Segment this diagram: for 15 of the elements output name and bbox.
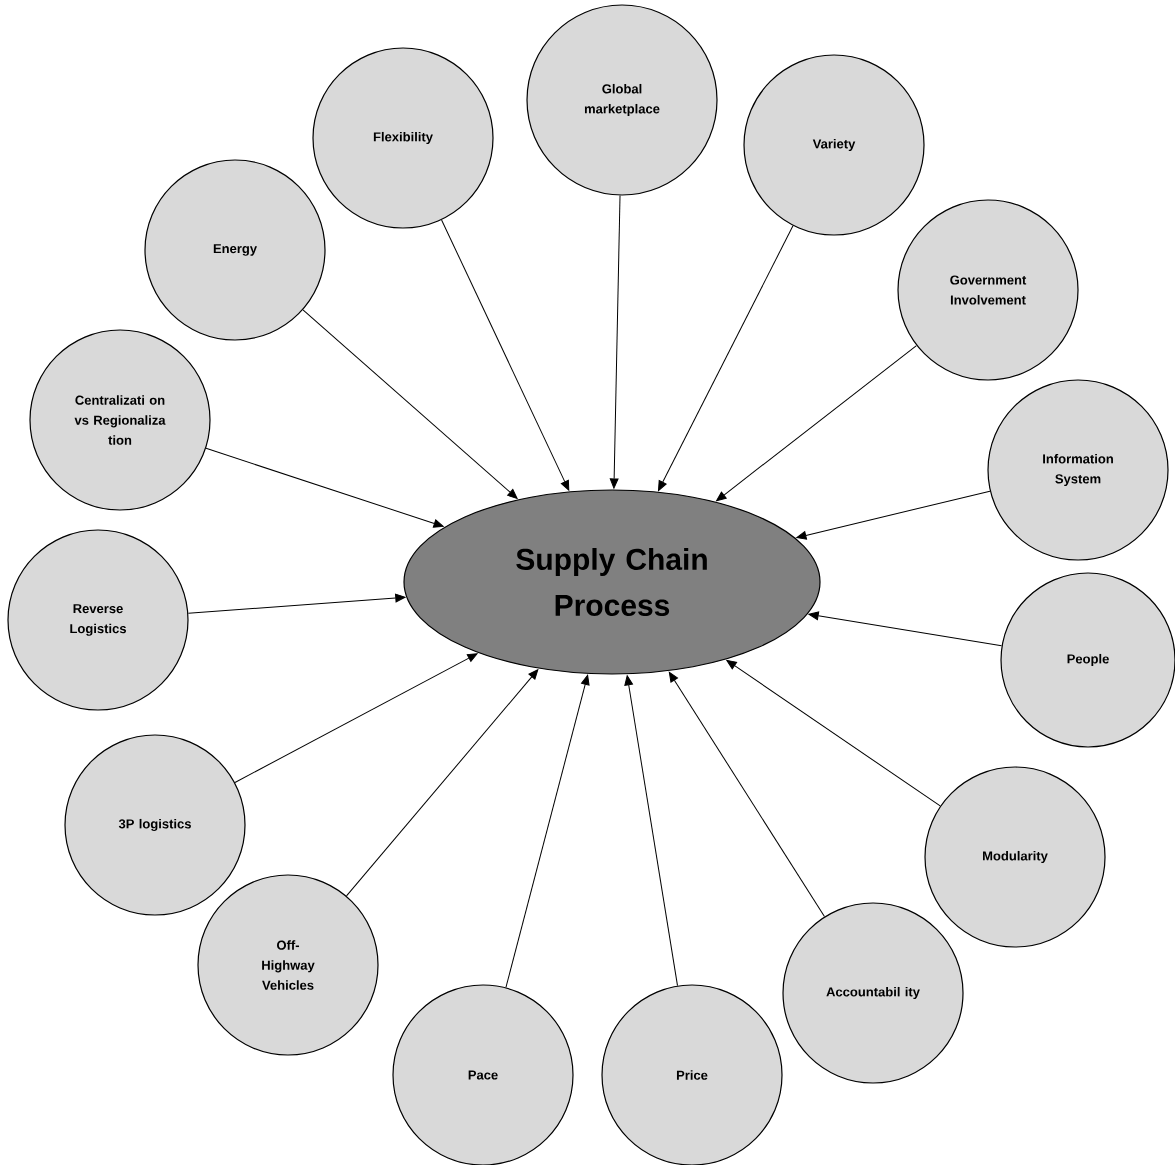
arrow bbox=[441, 219, 570, 491]
arrow bbox=[668, 671, 825, 918]
arrow bbox=[624, 675, 678, 987]
arrow bbox=[609, 195, 621, 489]
arrow bbox=[302, 309, 518, 499]
arrow bbox=[726, 659, 941, 807]
arrow bbox=[808, 611, 1003, 647]
arrow bbox=[234, 653, 478, 783]
arrow bbox=[205, 447, 444, 528]
arrow bbox=[658, 225, 794, 491]
arrow bbox=[505, 674, 590, 988]
arrow bbox=[187, 593, 406, 614]
arrow bbox=[346, 669, 539, 897]
arrow bbox=[716, 345, 917, 502]
arrow bbox=[796, 490, 991, 540]
